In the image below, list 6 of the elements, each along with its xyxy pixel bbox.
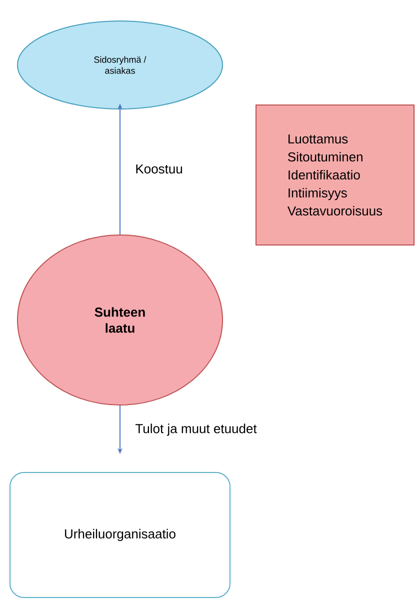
list-box: Luottamus Sitoutuminen Identifikaatio Intiimisyys Vastavuoroisuus bbox=[256, 104, 414, 246]
edge-label: Tulot ja muut etuudet bbox=[134, 422, 258, 437]
ellipse-node: Sidosryhmä / asiakas bbox=[17, 20, 223, 110]
ellipse-node: Suhteen laatu bbox=[17, 234, 223, 406]
edge-label: Koostuu bbox=[134, 163, 184, 175]
rounded-box: Urheiluorganisaatio bbox=[10, 472, 230, 598]
